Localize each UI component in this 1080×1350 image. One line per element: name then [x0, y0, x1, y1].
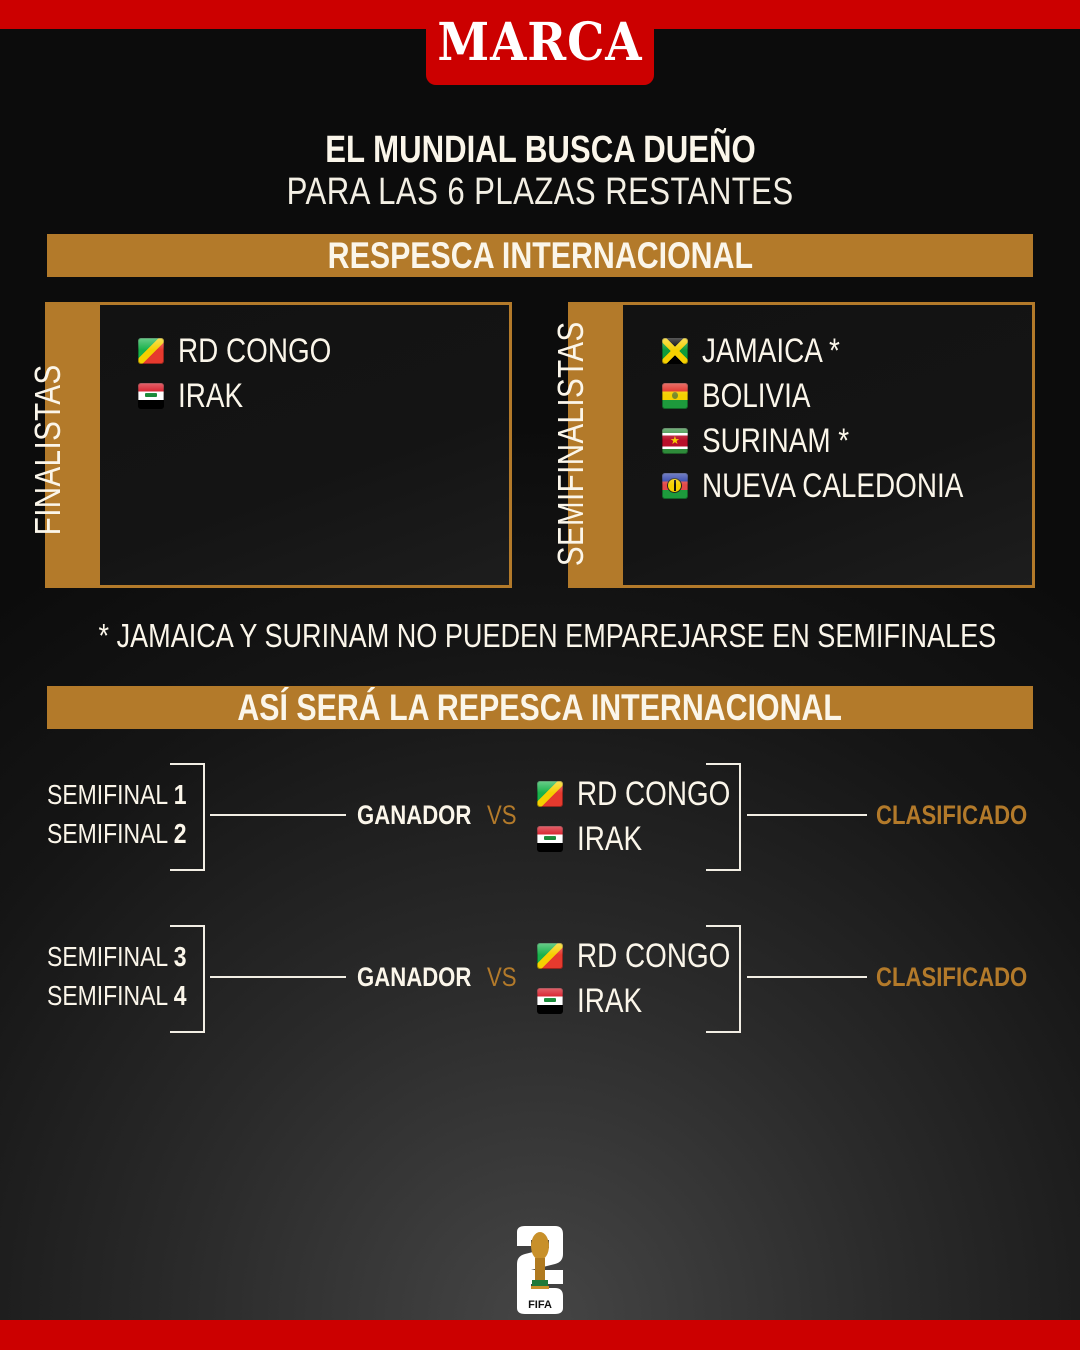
jamaica-flag-icon	[662, 338, 688, 364]
vs-label: VS	[487, 800, 517, 830]
team-row: IRAK	[138, 376, 257, 416]
bracket-line	[170, 869, 205, 871]
bolivia-flag-icon	[662, 383, 688, 409]
winner-label: GANADOR	[357, 800, 472, 830]
bracket-line	[170, 1031, 205, 1033]
section-title: RESPESCA INTERNACIONAL	[327, 234, 753, 276]
headline-subtitle: PARA LAS 6 PLAZAS RESTANTES	[286, 171, 794, 213]
semifinalists-label: SEMIFINALISTAS	[550, 321, 591, 567]
fifa-world-cup-26-logo: FIFA	[511, 1224, 569, 1316]
congo-flag-icon	[537, 943, 563, 969]
bottom-red-bar	[0, 1320, 1080, 1350]
team-row: RD CONGO	[537, 936, 764, 976]
semifinal-label: SEMIFINAL 3	[47, 941, 187, 972]
bracket-line	[739, 925, 741, 1033]
team-row: RD CONGO	[537, 774, 764, 814]
section-title-band: RESPESCA INTERNACIONAL	[47, 234, 1033, 277]
team-row: BOLIVIA	[662, 376, 834, 416]
finalists-side-band: FINALISTAS	[27, 305, 100, 585]
finalists-box: FINALISTAS RD CONGO IRAK	[27, 302, 512, 588]
team-row: ★ SURINAM *	[662, 421, 881, 461]
pairing-note: * JAMAICA Y SURINAM NO PUEDEN EMPAREJARS…	[98, 617, 997, 654]
semifinal-label: SEMIFINAL 4	[47, 980, 187, 1011]
bracket-line	[170, 763, 205, 765]
team-row: JAMAICA *	[662, 331, 870, 371]
congo-flag-icon	[138, 338, 164, 364]
connector-line	[747, 814, 867, 816]
qualified-label: CLASIFICADO	[876, 962, 1028, 992]
semifinal-label: SEMIFINAL 1	[47, 779, 187, 810]
svg-text:FIFA: FIFA	[528, 1299, 552, 1311]
suriname-flag-icon: ★	[662, 428, 688, 454]
congo-flag-icon	[537, 781, 563, 807]
qualified-label: CLASIFICADO	[876, 800, 1028, 830]
connector-line	[747, 976, 867, 978]
team-row: RD CONGO	[138, 331, 365, 371]
bracket-line	[706, 925, 741, 927]
marca-logo-text: MARCA	[437, 12, 643, 73]
iraq-flag-icon	[537, 988, 563, 1014]
finalists-label: FINALISTAS	[27, 364, 68, 536]
bracket-line	[739, 763, 741, 871]
bracket-line	[203, 763, 205, 871]
marca-logo: MARCA	[426, 0, 654, 85]
bracket-title: ASÍ SERÁ LA REPESCA INTERNACIONAL	[237, 686, 843, 728]
bracket-line	[706, 869, 741, 871]
new-caledonia-flag-icon	[662, 473, 688, 499]
connector-line	[210, 814, 346, 816]
iraq-flag-icon	[537, 826, 563, 852]
winner-label: GANADOR	[357, 962, 472, 992]
headline: EL MUNDIAL BUSCA DUEÑO PARA LAS 6 PLAZAS…	[0, 128, 1080, 212]
team-row: IRAK	[537, 981, 656, 1021]
headline-title: EL MUNDIAL BUSCA DUEÑO	[324, 129, 756, 171]
bracket-line	[203, 925, 205, 1033]
semifinalists-box: SEMIFINALISTAS JAMAICA * BOLIVIA ★ SURIN…	[550, 302, 1035, 588]
vs-label: VS	[487, 962, 517, 992]
team-row: IRAK	[537, 819, 656, 859]
semifinalists-side-band: SEMIFINALISTAS	[550, 305, 623, 585]
world-cup-trophy-icon: FIFA	[517, 1226, 563, 1314]
team-row: NUEVA CALEDONIA	[662, 466, 1021, 506]
bracket-line	[706, 763, 741, 765]
iraq-flag-icon	[138, 383, 164, 409]
bracket-line	[706, 1031, 741, 1033]
semifinal-label: SEMIFINAL 2	[47, 818, 187, 849]
bracket-line	[170, 925, 205, 927]
connector-line	[210, 976, 346, 978]
bracket-title-band: ASÍ SERÁ LA REPESCA INTERNACIONAL	[47, 686, 1033, 729]
